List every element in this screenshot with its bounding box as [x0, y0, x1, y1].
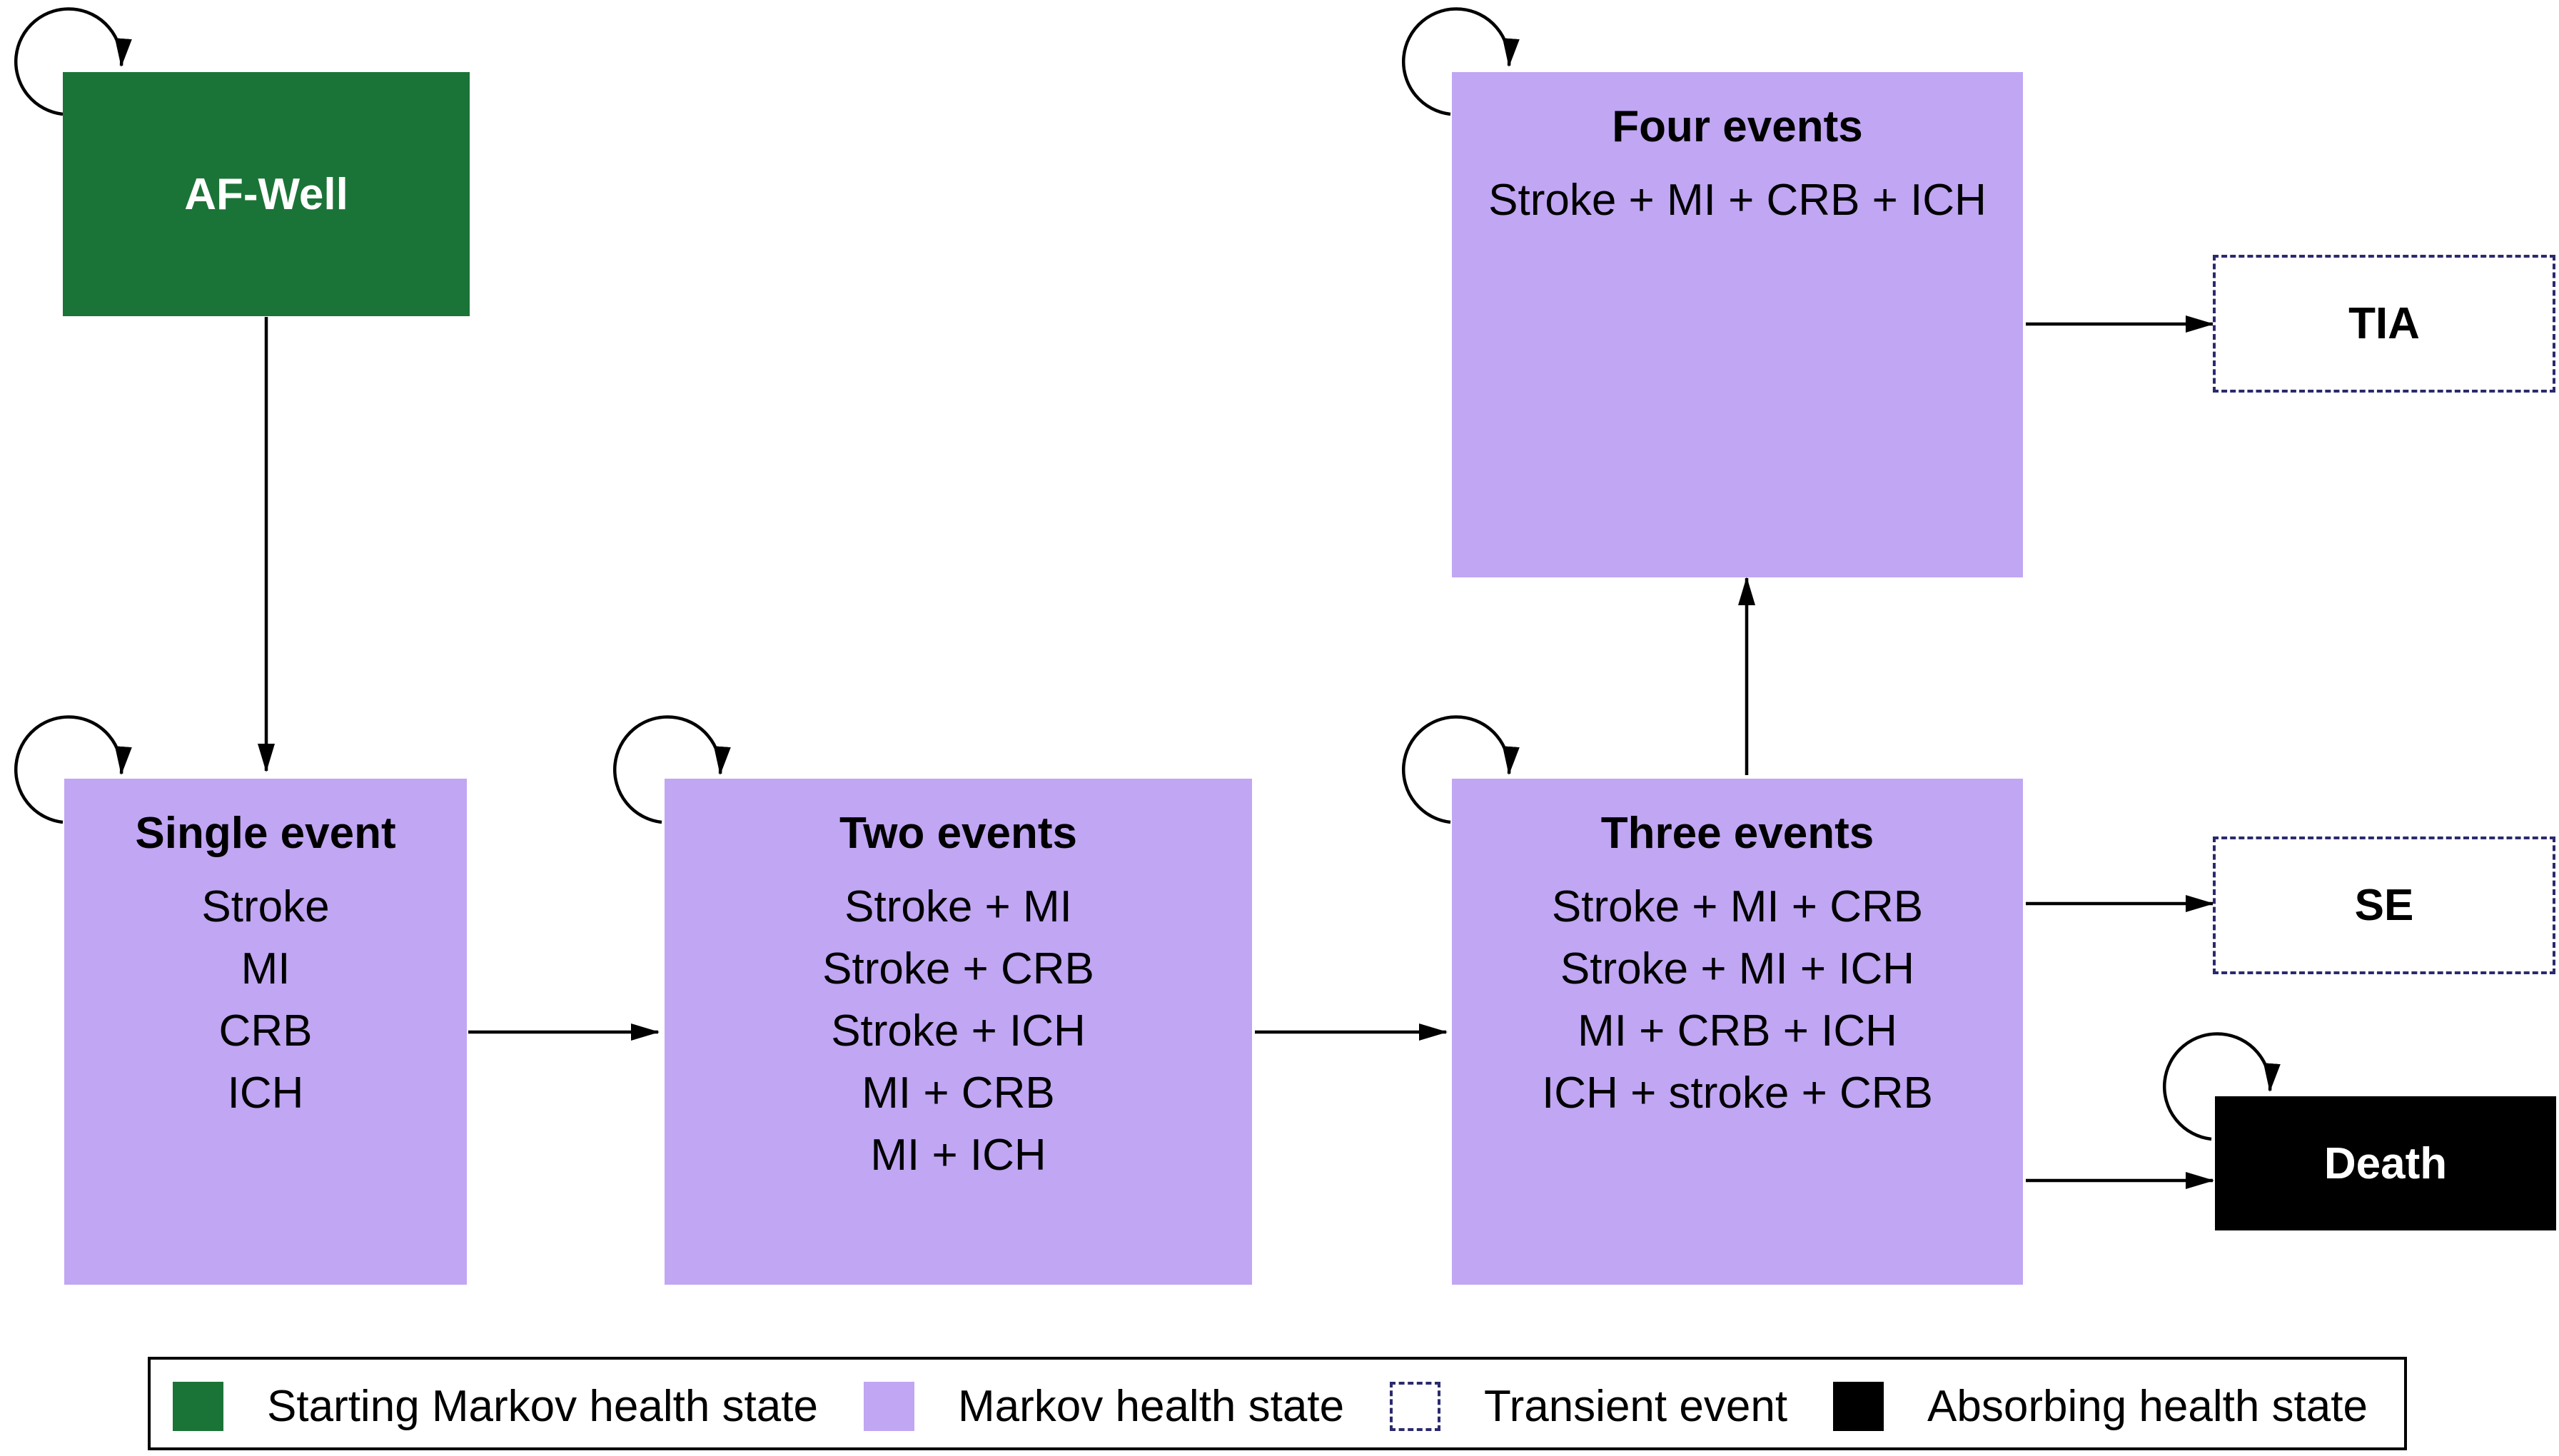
self-loop-four — [1401, 7, 1520, 116]
event-item: MI + ICH — [870, 1131, 1046, 1180]
self-loop-single — [14, 715, 132, 824]
legend-label-transient: Transient event — [1484, 1382, 1788, 1431]
state-af-well-title: AF-Well — [184, 169, 348, 219]
state-single-event: Single event Stroke MI CRB ICH — [64, 779, 467, 1285]
state-two-events-title: Two events — [839, 809, 1078, 858]
legend-label-absorbing: Absorbing health state — [1927, 1382, 2368, 1431]
event-item: Stroke + MI + ICH — [1560, 944, 1915, 994]
event-item: Stroke + MI — [844, 882, 1072, 931]
legend-swatch-transient — [1390, 1382, 1440, 1431]
absorbing-death: Death — [2215, 1096, 2556, 1230]
state-single-event-title: Single event — [135, 809, 396, 858]
event-item: MI + CRB — [862, 1068, 1055, 1118]
self-loop-three — [1401, 715, 1520, 824]
state-two-events: Two events Stroke + MI Stroke + CRB Stro… — [665, 779, 1252, 1285]
legend-label-starting: Starting Markov health state — [267, 1382, 818, 1431]
state-four-events: Four events Stroke + MI + CRB + ICH — [1452, 72, 2023, 577]
legend-swatch-starting — [173, 1382, 223, 1431]
event-item: MI — [241, 944, 291, 994]
transient-tia-title: TIA — [2348, 299, 2420, 348]
event-item: Stroke + CRB — [822, 944, 1094, 994]
event-item: CRB — [218, 1006, 313, 1056]
state-three-events: Three events Stroke + MI + CRB Stroke + … — [1452, 779, 2023, 1285]
state-four-events-title: Four events — [1612, 102, 1863, 151]
transient-tia: TIA — [2213, 255, 2555, 393]
event-item: Stroke — [201, 882, 330, 931]
absorbing-death-title: Death — [2323, 1138, 2448, 1188]
self-loop-death — [2162, 1032, 2281, 1141]
event-item: Stroke + ICH — [831, 1006, 1086, 1056]
state-three-events-title: Three events — [1600, 809, 1874, 858]
event-item: ICH + stroke + CRB — [1542, 1068, 1933, 1118]
state-af-well: AF-Well — [63, 72, 470, 316]
self-loop-two — [612, 715, 731, 824]
self-loop-afwell — [14, 7, 132, 116]
event-item: MI + CRB + ICH — [1578, 1006, 1897, 1056]
transient-se-title: SE — [2354, 881, 2414, 930]
legend-swatch-markov — [864, 1382, 914, 1431]
legend-label-markov: Markov health state — [958, 1382, 1345, 1431]
event-item: Stroke + MI + CRB — [1551, 882, 1924, 931]
event-item: ICH — [227, 1068, 304, 1118]
legend-swatch-absorbing — [1833, 1382, 1884, 1431]
transient-se: SE — [2213, 836, 2555, 974]
event-item: Stroke + MI + CRB + ICH — [1488, 176, 1987, 225]
legend: Starting Markov health state Markov heal… — [148, 1357, 2407, 1450]
